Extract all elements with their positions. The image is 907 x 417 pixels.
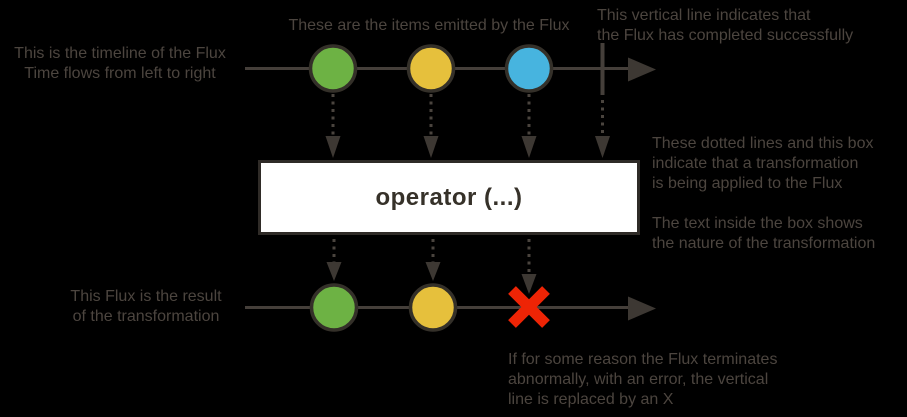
note-line: of the transformation [72, 308, 220, 325]
note-complete: This vertical line indicates that the Fl… [597, 6, 853, 46]
down-arrowhead-icon [423, 136, 439, 158]
operator-label: operator (...) [375, 183, 523, 211]
source-item-yellow [406, 44, 456, 93]
note-line: These dotted lines and this box [652, 135, 874, 152]
note-box-text: The text inside the box shows the nature… [652, 214, 875, 254]
source-timeline-arrowhead-icon [628, 57, 656, 82]
down-arrowhead-icon [326, 262, 342, 281]
note-line: is being applied to the Flux [652, 175, 843, 192]
source-item-blue [504, 44, 554, 93]
result-timeline [245, 283, 656, 332]
down-arrowhead-icon [325, 136, 341, 158]
note-timeline: This is the timeline of the Flux Time fl… [6, 44, 234, 84]
note-line: abnormally, with an error, the vertical [508, 371, 769, 388]
note-line: The text inside the box shows [652, 215, 863, 232]
error-x-icon [508, 286, 550, 328]
result-timeline-arrowhead-icon [628, 296, 656, 321]
down-arrowhead-icon [521, 274, 537, 294]
note-items: These are the items emitted by the Flux [283, 16, 575, 36]
note-line: This is the timeline of the Flux [14, 45, 226, 62]
source-timeline [245, 43, 656, 95]
note-line: indicate that a transformation [652, 155, 859, 172]
down-arrowhead-icon [521, 136, 537, 158]
note-line: line is replaced by an X [508, 391, 674, 408]
note-line: These are the items emitted by the Flux [288, 17, 570, 34]
transform-arrows-out [326, 239, 537, 294]
note-line: the nature of the transformation [652, 235, 876, 252]
down-arrowhead-icon [425, 262, 441, 281]
note-line: This vertical line indicates that [597, 7, 811, 24]
note-line: This Flux is the result [70, 288, 222, 305]
note-line: Time flows from left to right [24, 65, 216, 82]
note-result: This Flux is the result of the transform… [56, 287, 236, 327]
down-arrowhead-icon [595, 136, 610, 158]
source-item-green [308, 44, 358, 93]
note-error: If for some reason the Flux terminates a… [508, 350, 777, 410]
note-line: If for some reason the Flux terminates [508, 351, 778, 368]
result-item-green [309, 283, 359, 332]
note-transformation: These dotted lines and this box indicate… [652, 134, 873, 194]
note-line: the Flux has completed successfully [597, 27, 854, 44]
operator-box: operator (...) [258, 160, 640, 235]
result-item-yellow [408, 283, 458, 332]
transform-arrows-in [325, 94, 610, 158]
